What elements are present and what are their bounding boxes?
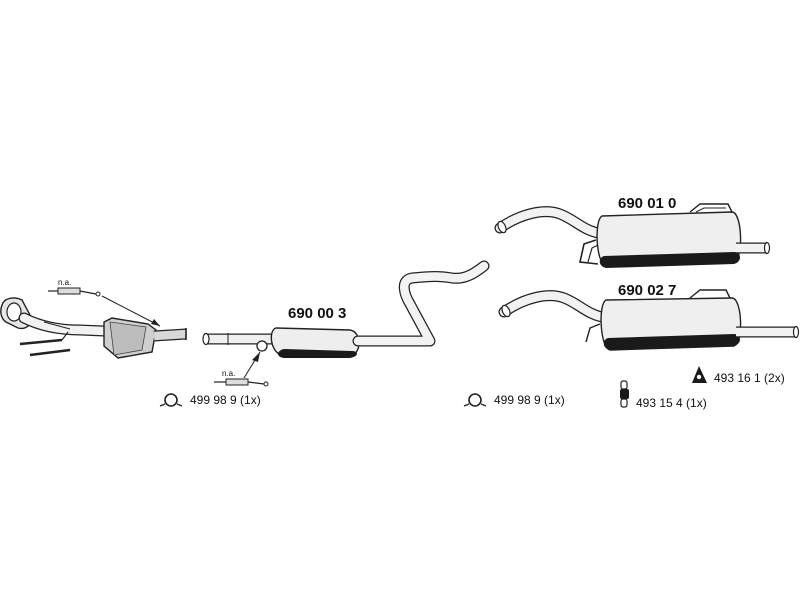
rubber-hanger-icon (620, 380, 629, 408)
clamp-ring-icon (463, 393, 487, 407)
clamp-right-label: 499 98 9 (1x) (494, 393, 565, 407)
accessory-rubber-hanger[interactable]: 493 15 4 (1x) (620, 380, 707, 410)
part-number-rear-silencer-b: 690 02 7 (618, 282, 676, 299)
rear-silencer-a[interactable]: 690 01 0 (494, 195, 771, 268)
front-pipe-catalyst[interactable]: n.a. (0, 278, 187, 359)
clamp-left-label: 499 98 9 (1x) (190, 393, 261, 407)
middle-silencer-assembly[interactable]: 690 00 3 n.a. (202, 260, 490, 387)
mount-bracket-label: 493 16 1 (2x) (714, 371, 785, 385)
na-label-middle: n.a. (222, 369, 235, 378)
accessory-clamp-left[interactable]: 499 98 9 (1x) (159, 393, 261, 407)
accessory-clamp-right[interactable]: 499 98 9 (1x) (463, 393, 565, 407)
part-number-rear-silencer-a: 690 01 0 (618, 195, 676, 212)
mount-bracket-icon (692, 366, 707, 383)
na-label-front: n.a. (58, 278, 71, 287)
oxygen-sensor-front: n.a. (48, 278, 161, 327)
clamp-ring-icon (159, 393, 183, 407)
rear-silencer-b[interactable]: 690 02 7 (498, 282, 800, 351)
hanger-label: 493 15 4 (1x) (636, 396, 707, 410)
accessory-mount-bracket[interactable]: 493 16 1 (2x) (692, 366, 785, 385)
oxygen-sensor-middle: n.a. (214, 351, 269, 387)
part-number-middle-silencer: 690 00 3 (288, 305, 346, 322)
